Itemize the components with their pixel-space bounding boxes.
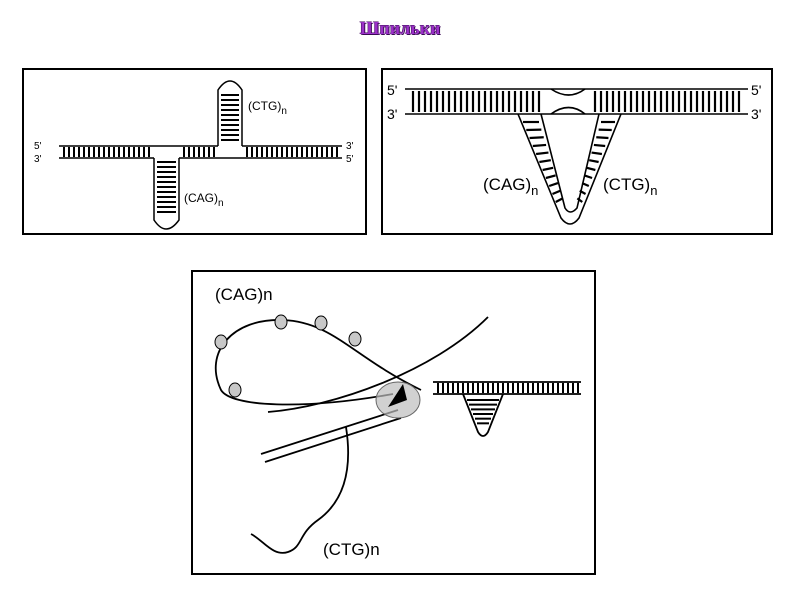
loop-diagram: (CAG)n (CTG)n	[214, 285, 581, 559]
base-pair-rung	[542, 166, 554, 172]
end-label-5prime-left: 5'	[34, 141, 42, 152]
end-label-5prime-right: 5'	[751, 82, 761, 98]
slipped-strand-diagram: 5' 3' 5' 3' (CAG)n (CTG)n	[387, 82, 761, 225]
base-pair-rung	[596, 136, 609, 140]
end-label-3prime-right: 3'	[346, 141, 354, 152]
panel-cruciform-hairpins: 5' 3' 3' 5' (CTG)n (CAG)n	[22, 68, 367, 235]
base-pair-rung	[576, 197, 583, 203]
base-pair-rung	[555, 197, 564, 203]
strand-label-ctg: (CTG)n	[323, 540, 380, 559]
end-label-5prime-right: 5'	[346, 154, 354, 165]
panel-loop-structure: (CAG)n (CTG)n	[191, 270, 596, 575]
base-pair-rung	[548, 182, 559, 188]
slip-label-cag: (CAG)n	[483, 175, 538, 198]
protein-bead	[274, 314, 288, 330]
hairpin-label-ctg: (CTG)n	[248, 99, 287, 117]
base-pair-rung	[591, 151, 603, 156]
base-pair-rung	[539, 159, 551, 164]
end-label-3prime-left: 3'	[387, 106, 397, 122]
cruciform-diagram: 5' 3' 3' 5' (CTG)n (CAG)n	[34, 80, 354, 230]
base-pair-rung	[579, 189, 587, 195]
loop-label-cag: (CAG)n	[215, 285, 273, 304]
hairpin-label-cag: (CAG)n	[184, 191, 224, 209]
protein-bead	[228, 382, 242, 398]
base-pair-rung	[593, 143, 606, 148]
protein-bead	[214, 334, 228, 350]
base-pair-rung	[552, 189, 561, 196]
end-label-3prime-left: 3'	[34, 154, 42, 165]
base-pair-rung	[532, 143, 547, 148]
end-label-3prime-right: 3'	[751, 106, 761, 122]
end-label-5prime-left: 5'	[387, 82, 397, 98]
base-pair-rung	[529, 136, 544, 140]
slip-label-ctg: (CTG)n	[603, 175, 657, 198]
protein-bead	[314, 315, 328, 331]
panel-slipped-structure: 5' 3' 5' 3' (CAG)n (CTG)n	[381, 68, 773, 235]
base-pair-rung	[545, 174, 556, 180]
base-pair-rung	[586, 166, 596, 172]
base-pair-rung	[581, 182, 590, 188]
base-pair-rung	[584, 174, 593, 180]
base-pair-rung	[588, 159, 599, 164]
protein-bead	[348, 331, 362, 347]
base-pair-rung	[535, 151, 549, 156]
arrow-mark	[388, 384, 407, 407]
page-title: Шпильки	[359, 18, 441, 38]
